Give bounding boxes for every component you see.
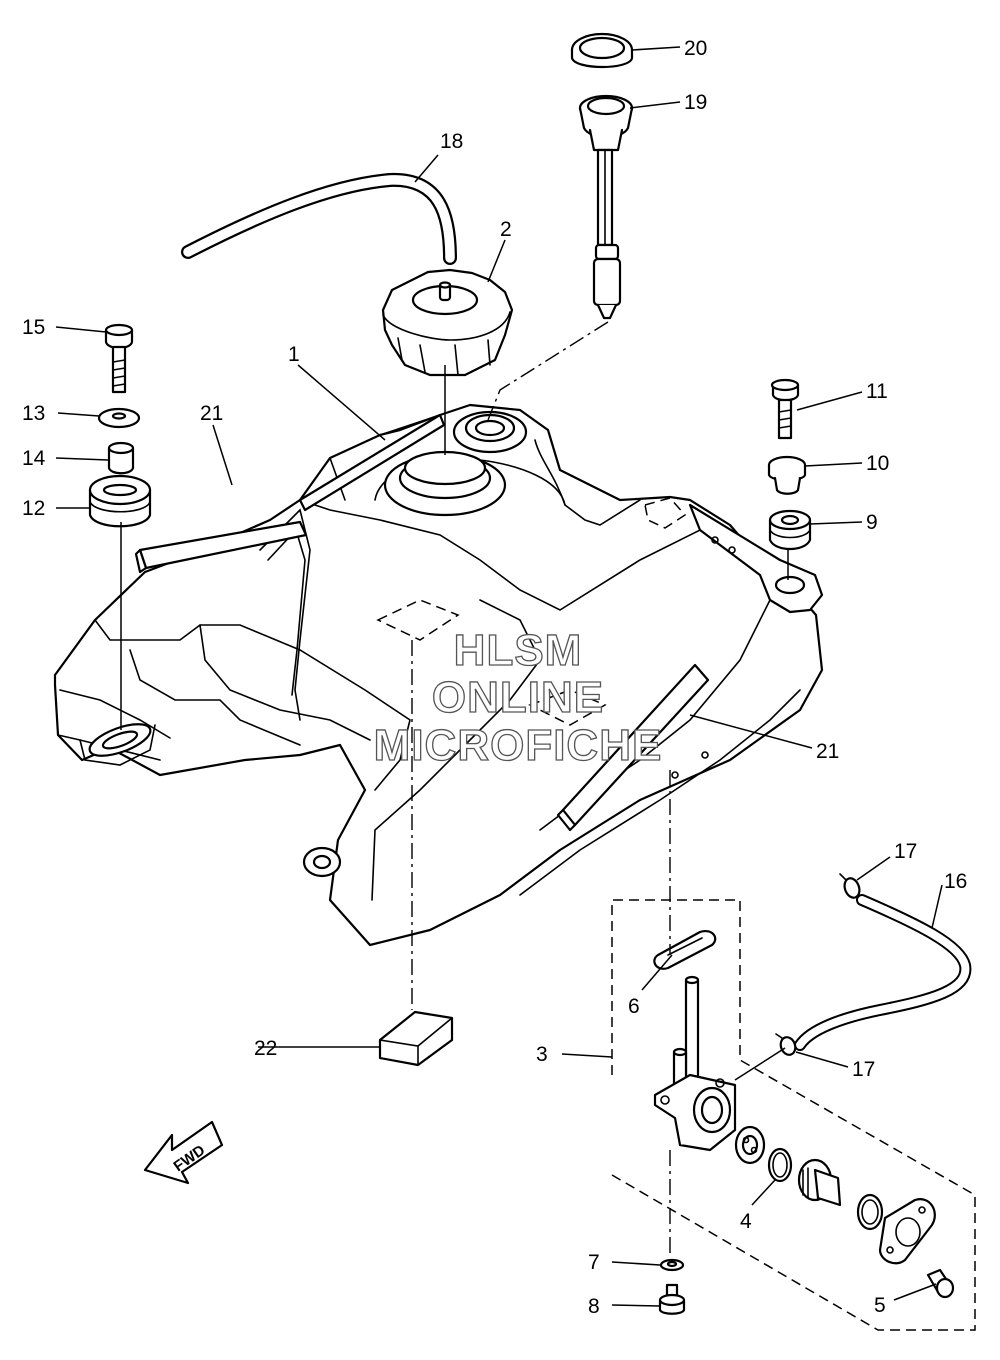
fuel-hose — [794, 894, 972, 1051]
callout-18: 18 — [440, 130, 463, 153]
bolt-right — [770, 378, 800, 440]
fuel-gauge-cap — [570, 32, 634, 68]
filler-neck — [383, 450, 507, 517]
gauge-boss — [452, 410, 528, 454]
callout-4: 4 — [740, 1210, 752, 1233]
forward-direction-arrow: FWD — [143, 1120, 224, 1185]
damper-right — [768, 509, 812, 551]
callout-10: 10 — [866, 452, 889, 475]
callout-16: 16 — [944, 870, 967, 893]
callout-14: 14 — [22, 447, 46, 470]
assembly-lines — [120, 321, 789, 1255]
breather-hose — [181, 172, 457, 265]
damper-strip-left — [134, 520, 308, 574]
callout-labels: 20 19 18 2 1 15 13 14 12 21 11 10 9 21 1… — [22, 37, 967, 1318]
callout-15: 15 — [22, 316, 45, 339]
callout-21-left: 21 — [200, 402, 223, 425]
bolt-left — [104, 323, 134, 394]
leader-lines — [55, 46, 943, 1307]
fuel-cock-assembly — [611, 899, 976, 1331]
watermark-line2: ONLINE — [432, 673, 604, 722]
callout-7: 7 — [588, 1251, 600, 1274]
callout-2: 2 — [500, 218, 512, 241]
watermark: HLSM ONLINE MICROFICHE — [373, 625, 663, 770]
callout-9: 9 — [866, 511, 878, 534]
hose-clip-upper — [839, 873, 861, 899]
callout-12: 12 — [22, 497, 45, 520]
hose-clip-lower — [775, 1033, 797, 1056]
callout-11: 11 — [866, 380, 888, 403]
callout-20: 20 — [684, 37, 707, 60]
drain-bolt — [658, 1283, 686, 1315]
callout-19: 19 — [684, 91, 707, 114]
damper-left — [88, 474, 152, 528]
rubber-pad — [378, 1010, 454, 1067]
callout-6: 6 — [628, 995, 640, 1018]
callout-22: 22 — [254, 1037, 277, 1060]
fuel-cap — [381, 268, 514, 377]
damper-strip-right — [556, 663, 710, 832]
watermark-line3: MICROFICHE — [374, 721, 663, 770]
callout-21-right: 21 — [816, 740, 839, 763]
callout-8: 8 — [588, 1295, 600, 1318]
callout-17-lower: 17 — [852, 1058, 875, 1081]
fuel-gauge — [578, 94, 634, 320]
callout-17-upper: 17 — [894, 840, 917, 863]
washer-left — [97, 407, 141, 429]
gasket-drain — [659, 1258, 685, 1272]
callout-13: 13 — [22, 402, 45, 425]
callout-3: 3 — [536, 1043, 548, 1066]
callout-5: 5 — [874, 1294, 886, 1317]
collar-left — [107, 441, 135, 475]
collar-right — [767, 455, 807, 495]
watermark-line1: HLSM — [454, 626, 583, 675]
callout-1: 1 — [288, 343, 300, 366]
damper-strip-top — [298, 413, 446, 512]
